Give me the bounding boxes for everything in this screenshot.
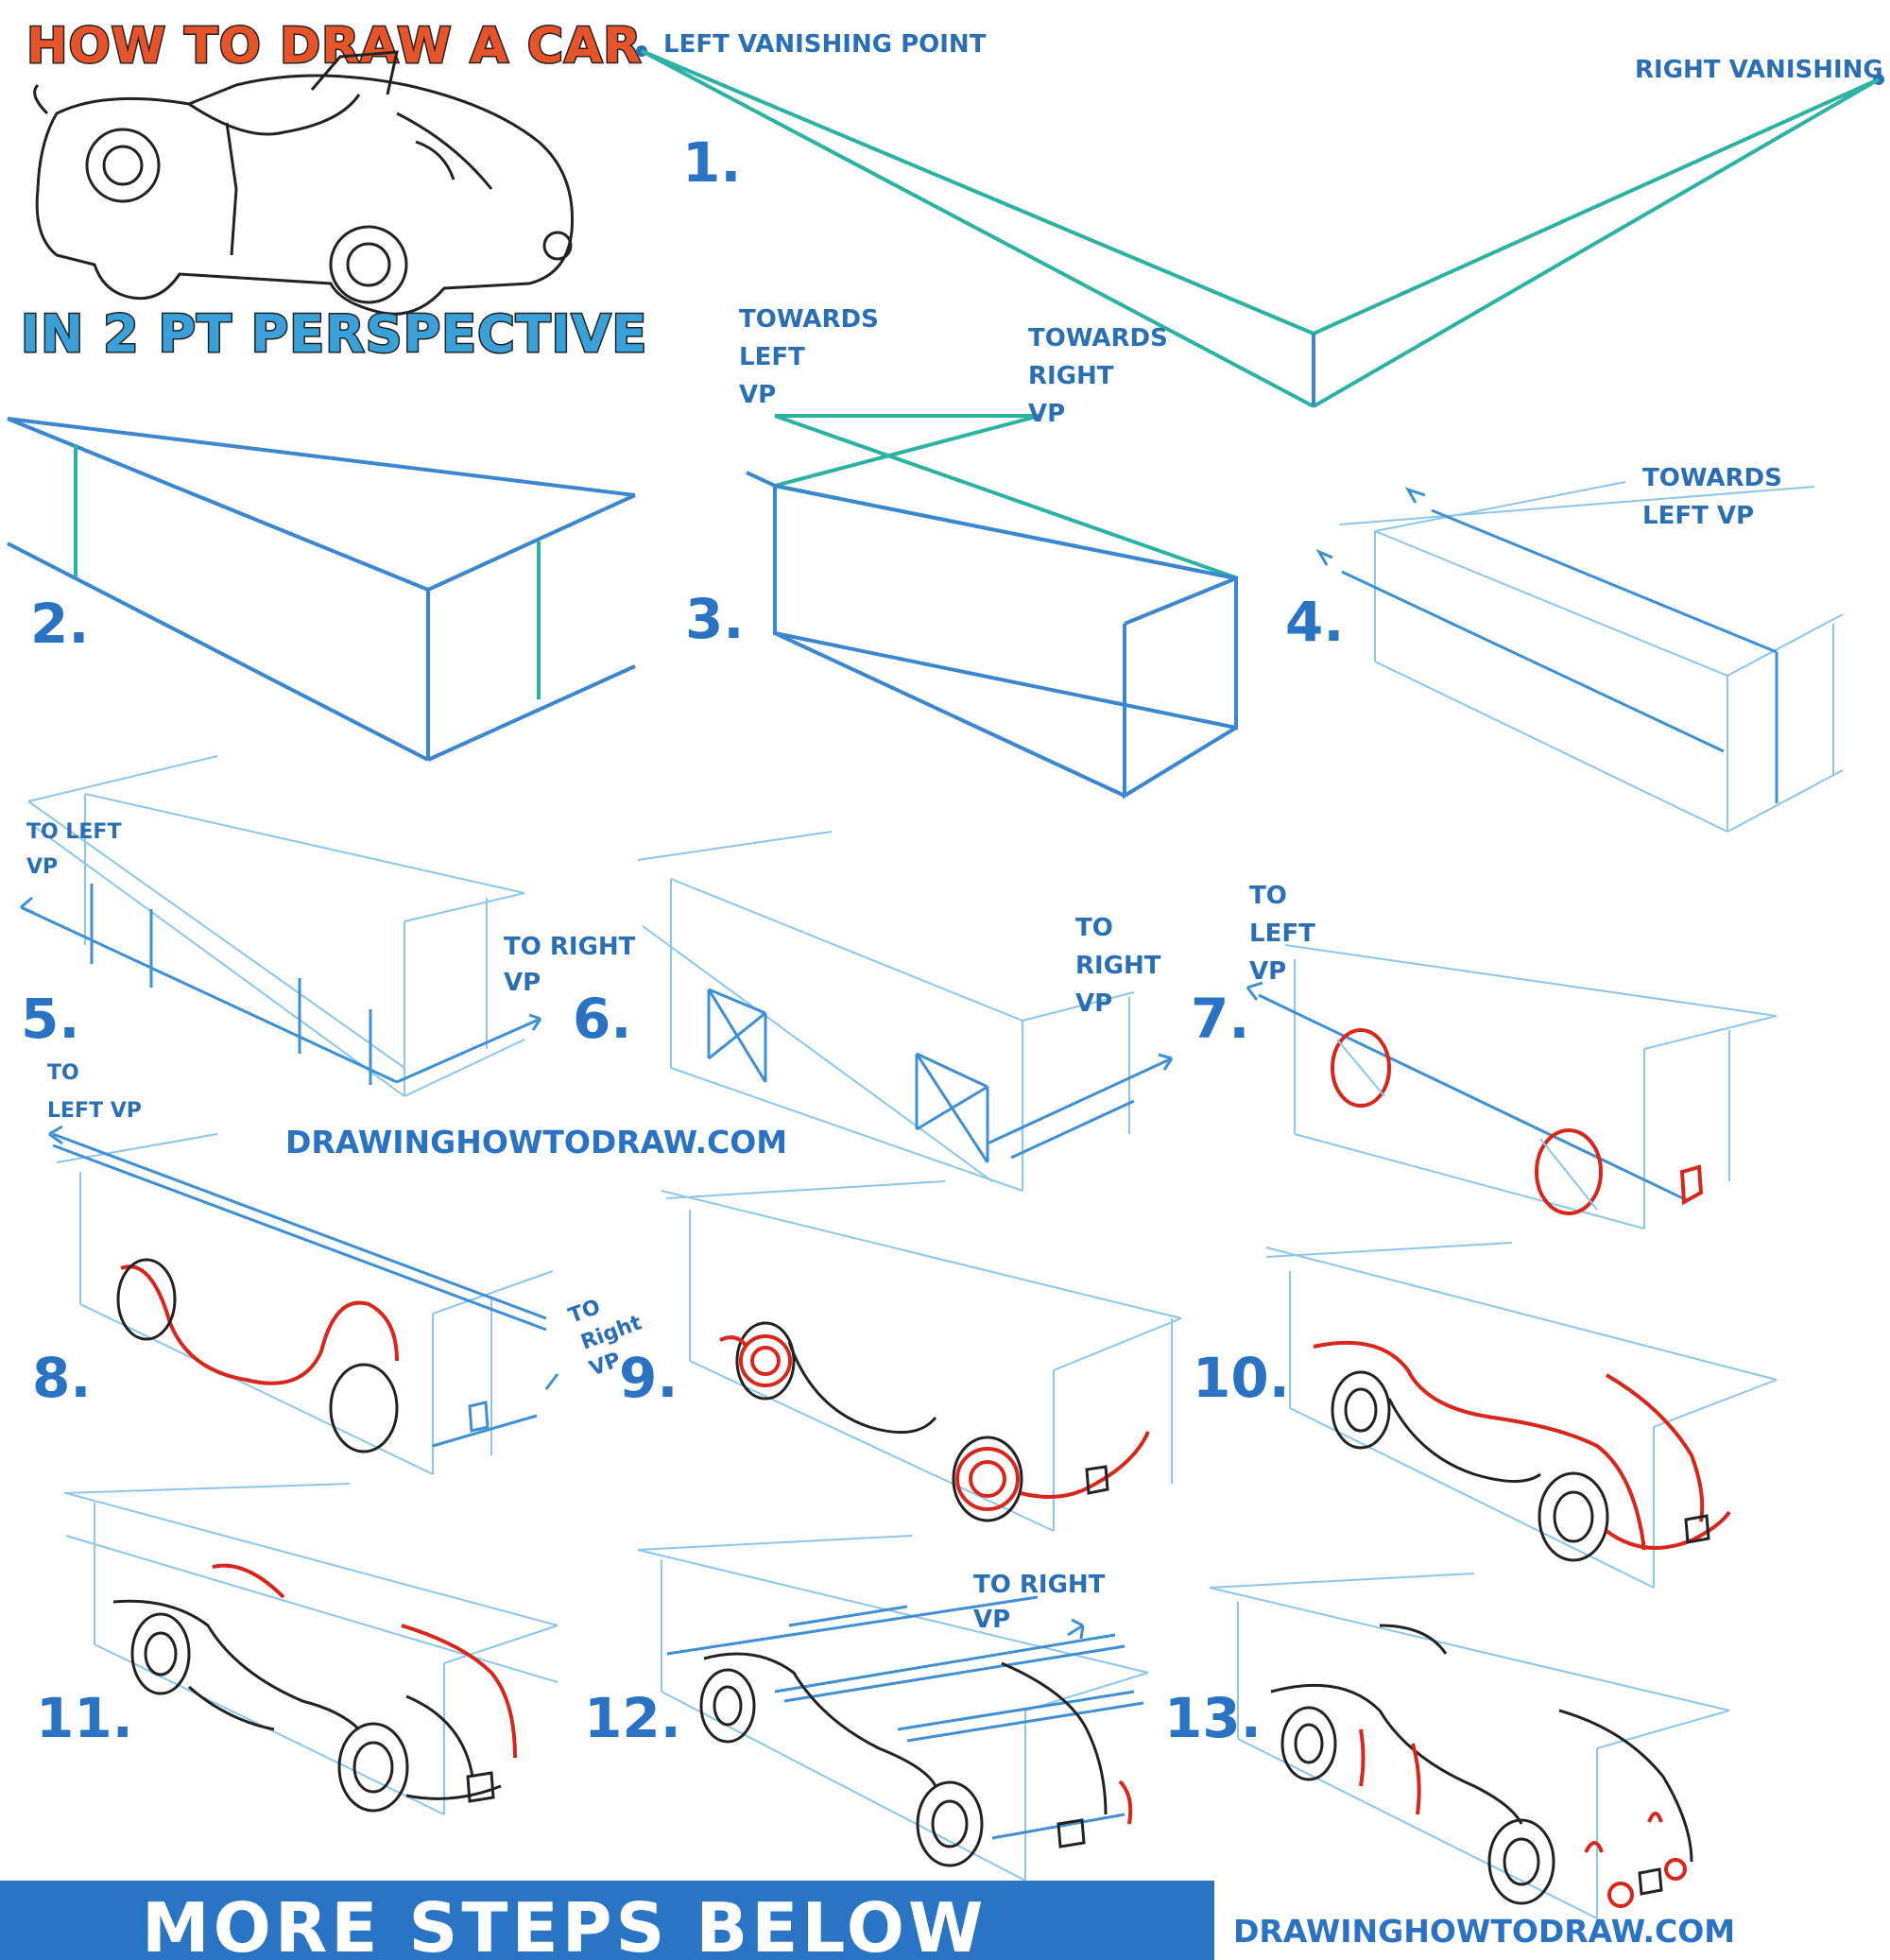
title-line-1: HOW TO DRAW A CAR (26, 18, 642, 75)
to-right-vp-label: TO RIGHT (504, 933, 636, 961)
to-left-vp-label: VP (26, 855, 58, 879)
step-10-drawing (1265, 1242, 1778, 1589)
step-number: 1. (682, 130, 741, 195)
step-3-drawing (746, 414, 1239, 799)
to-right-vp-label: VP (1075, 989, 1112, 1018)
to-right-vp-label: TO (566, 1296, 604, 1329)
step-13-drawing (1209, 1573, 1730, 1919)
step-number: 7. (1191, 987, 1249, 1051)
step-1-drawing (636, 45, 1884, 408)
to-right-vp-label: TO RIGHT (973, 1571, 1106, 1599)
step-number: 3. (685, 587, 744, 651)
step-number: 4. (1285, 590, 1344, 654)
title-line-2: IN 2 PT PERSPECTIVE (21, 304, 647, 364)
step-number: 5. (21, 987, 79, 1051)
step-number: 8. (32, 1346, 91, 1410)
towards-left-vp-label: LEFT (739, 343, 805, 371)
step-number: 10. (1193, 1346, 1290, 1410)
step-number: 13. (1164, 1686, 1262, 1750)
step-number: 6. (573, 987, 631, 1051)
towards-left-vp-label: TOWARDS (1642, 464, 1782, 492)
step-4-drawing (1315, 481, 1844, 833)
site-url-bottom: DRAWINGHOWTODRAW.COM (1233, 1913, 1735, 1950)
towards-right-vp-label: TOWARDS (1028, 324, 1168, 352)
towards-left-vp-label: TOWARDS (739, 305, 879, 334)
towards-left-vp-label: VP (739, 381, 776, 409)
towards-right-vp-label: RIGHT (1028, 362, 1114, 390)
to-right-vp-label: VP (973, 1606, 1010, 1634)
left-vanishing-point-label: LEFT VANISHING POINT (663, 30, 987, 59)
step-12-drawing (637, 1535, 1149, 1882)
step-11-drawing (63, 1483, 558, 1815)
step-number: 11. (36, 1686, 133, 1750)
step-5-drawing (20, 755, 542, 1097)
to-left-vp-label: TO (1249, 882, 1287, 910)
right-vanishing-point-label: RIGHT VANISHING POINT (1635, 56, 1890, 84)
step-number: 2. (30, 592, 89, 656)
towards-left-vp-label: LEFT VP (1642, 502, 1754, 530)
to-left-vp-label: TO (47, 1061, 79, 1085)
step-7-drawing (1246, 944, 1778, 1229)
to-right-vp-label: VP (504, 969, 541, 997)
step-9-drawing (661, 1180, 1182, 1532)
to-right-vp-label: RIGHT (1075, 952, 1161, 980)
to-left-vp-label: LEFT (1249, 920, 1315, 948)
to-left-vp-label: VP (1249, 957, 1286, 986)
step-8-drawing (48, 1125, 559, 1475)
step-2-drawing (7, 417, 636, 762)
site-url: DRAWINGHOWTODRAW.COM (285, 1124, 787, 1161)
to-left-vp-label: LEFT VP (47, 1099, 142, 1123)
title-car-illustration (33, 50, 575, 316)
more-steps-banner (0, 1881, 1214, 1960)
step-number: 9. (619, 1346, 678, 1410)
to-right-vp-label: TO (1075, 914, 1113, 942)
more-steps-text: MORE STEPS BELOW (142, 1888, 987, 1960)
to-left-vp-label: TO LEFT (26, 820, 121, 844)
step-number: 12. (584, 1686, 681, 1750)
towards-right-vp-label: VP (1028, 400, 1065, 428)
step-6-drawing (637, 831, 1174, 1192)
